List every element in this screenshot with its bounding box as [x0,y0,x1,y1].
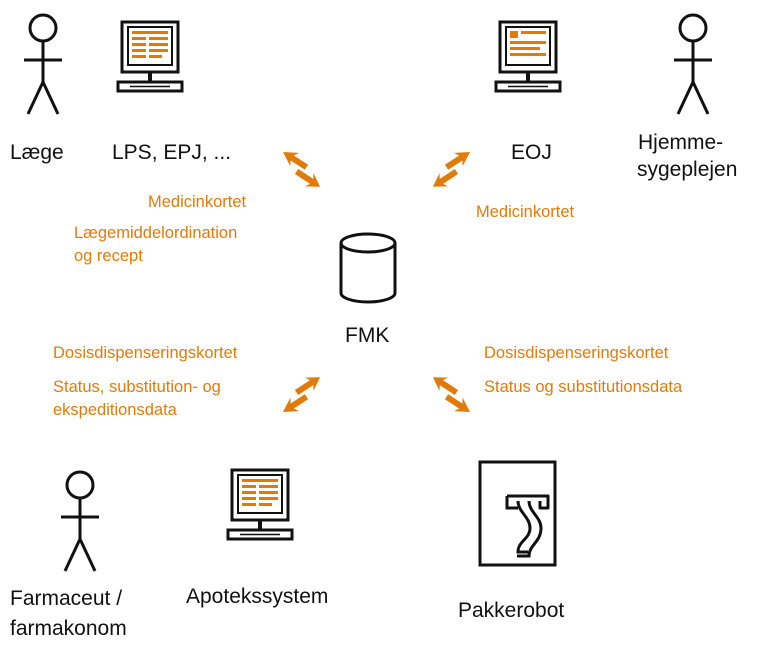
flow-bottom-left-ekspedition: ekspeditionsdata [53,401,177,419]
computer-monitor-icon-apotek [226,468,294,541]
person-icon-farmaceut [59,470,101,573]
label-laege: Læge [10,141,64,164]
flow-bottom-left-status: Status, substitution- og [53,378,221,396]
lightning-arrow-icon-top-right [423,145,480,194]
label-fmk: FMK [345,324,390,347]
lightning-arrow-icon-bottom-left [273,370,330,419]
label-hjemme-line2: sygeplejen [637,158,738,181]
person-icon-hjemmesygeplejen [672,13,714,116]
flow-bottom-left-dosis: Dosisdispenseringskortet [53,344,238,362]
label-eoj: EOJ [511,141,552,164]
flow-bottom-right-dosis: Dosisdispenseringskortet [484,344,669,362]
label-farmaceut-line1: Farmaceut / [10,587,123,610]
flow-top-left-recept: og recept [74,247,143,265]
computer-monitor-icon-lps [116,20,184,93]
flow-top-left-ordination: Lægemiddelordination [74,224,238,242]
flow-top-right-medicinkortet: Medicinkortet [476,203,575,221]
computer-monitor-icon-eoj [494,20,562,93]
flow-top-left-medicinkortet: Medicinkortet [148,193,247,211]
lightning-arrow-icon-bottom-right [423,370,480,419]
label-hjemme-line1: Hjemme- [638,131,724,154]
label-pakkerobot: Pakkerobot [458,599,565,622]
flow-bottom-right-status: Status og substitutionsdata [484,378,683,396]
label-lps: LPS, EPJ, ... [112,141,232,164]
database-cylinder-icon [339,232,397,304]
packing-robot-icon [478,460,557,567]
label-farmaceut-line2: farmakonom [10,617,127,640]
person-icon-laege [22,13,64,116]
label-apotek: Apotekssystem [186,585,329,608]
lightning-arrow-icon-top-left [273,145,330,194]
